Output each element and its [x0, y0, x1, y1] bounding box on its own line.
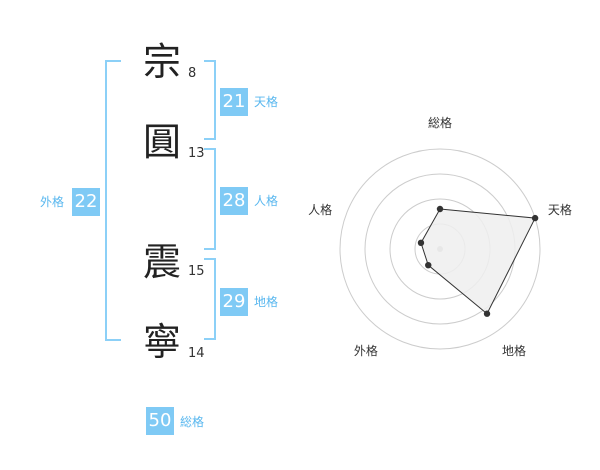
chikaku-bracket [204, 258, 216, 340]
soukaku-label: 総格 [180, 415, 205, 429]
radar-point-2 [531, 214, 539, 222]
stroke-count-4: 14 [188, 346, 205, 361]
radar-axis-label: 外格 [354, 343, 378, 358]
name-char-3: 震 [142, 240, 181, 284]
radar-axis-label: 人格 [308, 202, 332, 217]
gaikaku-bracket [105, 60, 121, 341]
stroke-count-3: 15 [188, 264, 205, 279]
name-char-1: 宗 [142, 40, 181, 84]
chikaku-value-badge: 29 [220, 288, 248, 316]
radar-point-1 [436, 205, 444, 213]
tenkaku-value-badge: 21 [220, 88, 248, 116]
radar-axis-label: 総格 [428, 115, 452, 130]
radar-point-4 [425, 261, 432, 269]
jinkaku-value-badge: 28 [220, 187, 248, 215]
radar-grid-ring [339, 148, 541, 350]
soukaku-value-badge: 50 [146, 407, 174, 435]
radar-point-3 [483, 310, 491, 317]
radar-axis-label: 天格 [548, 202, 572, 217]
jinkaku-label: 人格 [254, 194, 279, 208]
radar-data-area [420, 208, 536, 315]
stroke-count-2: 13 [188, 146, 205, 161]
jinkaku-bracket [204, 148, 216, 250]
tenkaku-bracket [204, 60, 216, 140]
radar-point-5 [417, 239, 425, 247]
name-char-2: 圓 [142, 120, 181, 164]
stroke-count-1: 8 [188, 66, 197, 81]
radar-axis-label: 地格 [502, 343, 526, 358]
name-char-4: 寧 [142, 320, 181, 364]
tenkaku-label: 天格 [254, 95, 279, 109]
gaikaku-label: 外格 [40, 195, 65, 209]
chikaku-label: 地格 [254, 295, 279, 309]
gaikaku-value-badge: 22 [72, 188, 100, 216]
